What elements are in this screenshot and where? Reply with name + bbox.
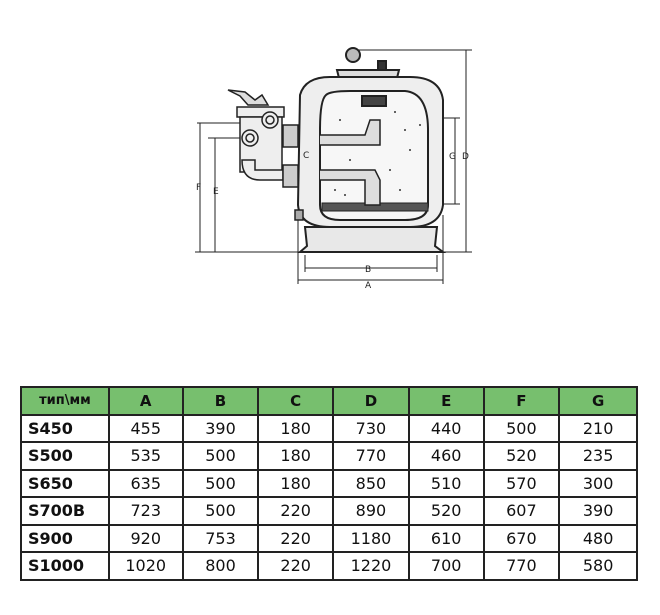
value-cell: 535 xyxy=(107,441,184,471)
value-cell: 300 xyxy=(558,468,638,498)
value-cell: 220 xyxy=(257,523,335,553)
dim-label-g: G xyxy=(449,152,456,162)
value-cell: 850 xyxy=(332,468,410,498)
filter-tank xyxy=(296,47,446,253)
column-header: D xyxy=(332,386,410,416)
column-header: F xyxy=(482,386,561,416)
value-cell: 890 xyxy=(332,496,410,526)
dim-label-b: B xyxy=(365,265,371,275)
dim-label-f: F xyxy=(196,183,201,193)
value-cell: 1180 xyxy=(332,523,410,553)
column-header: тип\мм xyxy=(20,386,110,416)
value-cell: 770 xyxy=(332,441,410,471)
value-cell: 500 xyxy=(181,468,260,498)
value-cell: 700 xyxy=(407,551,485,581)
multiport-valve xyxy=(227,89,304,221)
value-cell: 730 xyxy=(332,413,410,443)
dim-label-c: C xyxy=(303,151,309,161)
value-cell: 670 xyxy=(482,523,561,553)
value-cell: 770 xyxy=(482,551,561,581)
value-cell: 607 xyxy=(482,496,561,526)
value-cell: 440 xyxy=(407,413,485,443)
model-cell: S500 xyxy=(20,441,110,471)
value-cell: 180 xyxy=(257,441,335,471)
column-header: C xyxy=(257,386,335,416)
value-cell: 210 xyxy=(558,413,638,443)
value-cell: 920 xyxy=(107,523,184,553)
value-cell: 180 xyxy=(257,413,335,443)
value-cell: 220 xyxy=(257,496,335,526)
value-cell: 610 xyxy=(407,523,485,553)
dim-label-d: D xyxy=(462,152,469,162)
sand-filter-diagram: F E C G D B A xyxy=(195,47,472,291)
value-cell: 520 xyxy=(407,496,485,526)
value-cell: 500 xyxy=(181,441,260,471)
value-cell: 390 xyxy=(558,496,638,526)
model-cell: S450 xyxy=(20,413,110,443)
value-cell: 390 xyxy=(181,413,260,443)
value-cell: 455 xyxy=(107,413,184,443)
dim-label-e: E xyxy=(213,187,219,197)
value-cell: 520 xyxy=(482,441,561,471)
filter-sand xyxy=(334,111,421,196)
value-cell: 580 xyxy=(558,551,638,581)
column-header: G xyxy=(558,386,638,416)
column-header: E xyxy=(407,386,485,416)
column-header: B xyxy=(181,386,260,416)
dim-label-a: A xyxy=(365,281,372,291)
model-cell: S650 xyxy=(20,468,110,498)
value-cell: 180 xyxy=(257,468,335,498)
value-cell: 480 xyxy=(558,523,638,553)
value-cell: 570 xyxy=(482,468,561,498)
column-header: A xyxy=(107,386,184,416)
value-cell: 220 xyxy=(257,551,335,581)
value-cell: 753 xyxy=(181,523,260,553)
model-cell: S700B xyxy=(20,496,110,526)
value-cell: 510 xyxy=(407,468,485,498)
value-cell: 460 xyxy=(407,441,485,471)
value-cell: 723 xyxy=(107,496,184,526)
value-cell: 235 xyxy=(558,441,638,471)
value-cell: 500 xyxy=(482,413,561,443)
value-cell: 800 xyxy=(181,551,260,581)
model-cell: S900 xyxy=(20,523,110,553)
model-cell: S1000 xyxy=(20,551,110,581)
value-cell: 500 xyxy=(181,496,260,526)
value-cell: 635 xyxy=(107,468,184,498)
value-cell: 1220 xyxy=(332,551,410,581)
value-cell: 1020 xyxy=(107,551,184,581)
